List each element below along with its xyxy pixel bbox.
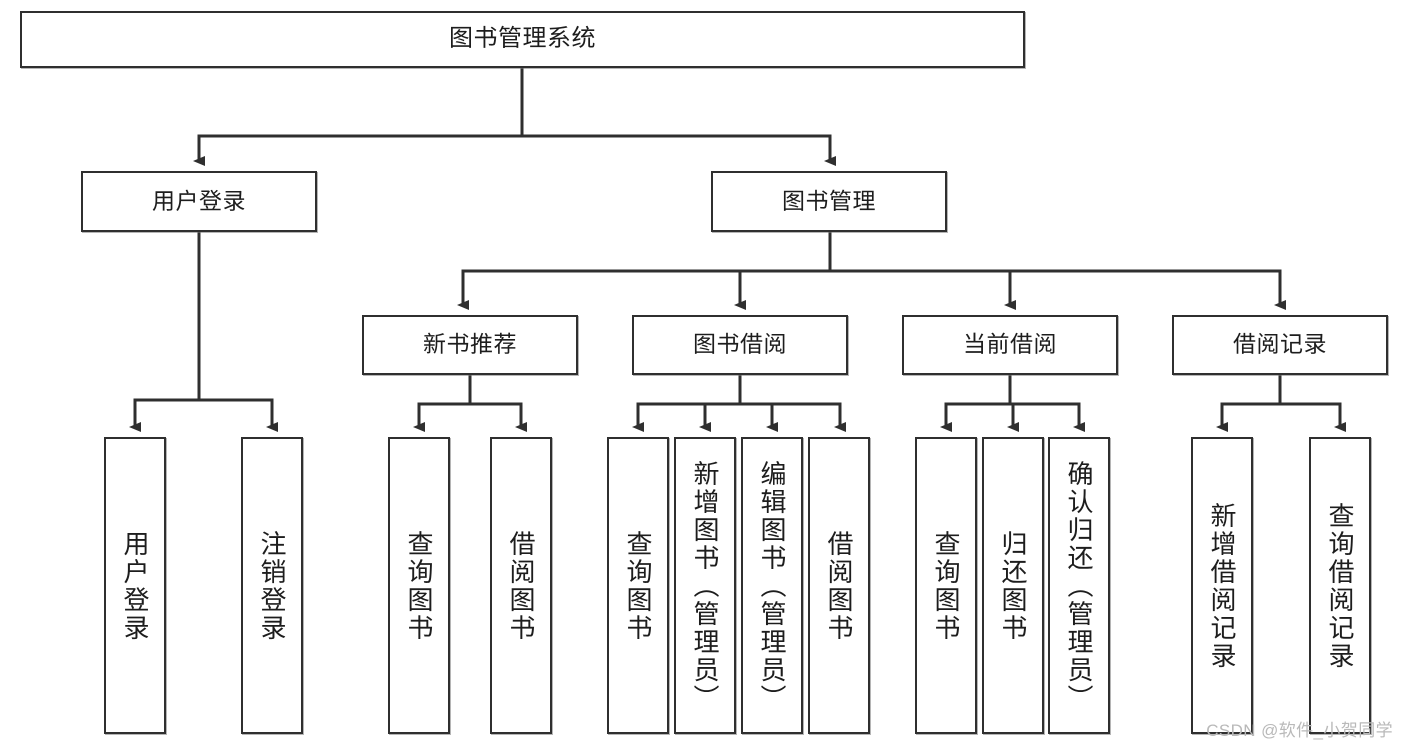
node-label: 查询图书: [404, 529, 434, 642]
node-label: 新增借阅记录: [1207, 501, 1237, 670]
leaf-book-borrow-query-book[interactable]: 查询图书: [607, 437, 669, 734]
node-label: 新书推荐: [423, 331, 517, 358]
leaf-user-login-logout[interactable]: 注销登录: [241, 437, 303, 734]
node-label: 归还图书: [998, 529, 1028, 642]
node-book-borrow[interactable]: 图书借阅: [632, 315, 848, 375]
node-borrow-record[interactable]: 借阅记录: [1172, 315, 1388, 375]
node-label: 用户登录: [120, 529, 150, 642]
leaf-book-borrow-borrow-book[interactable]: 借阅图书: [808, 437, 870, 734]
node-label: 图书管理系统: [449, 25, 596, 53]
leaf-borrow-record-query-record[interactable]: 查询借阅记录: [1309, 437, 1371, 734]
node-label: 借阅图书: [506, 529, 536, 642]
leaf-current-borrow-return-book[interactable]: 归还图书: [982, 437, 1044, 734]
leaf-new-book-query-book[interactable]: 查询图书: [388, 437, 450, 734]
node-label: 借阅记录: [1233, 331, 1327, 358]
node-label: 查询图书: [623, 529, 653, 642]
node-label: 借阅图书: [824, 529, 854, 642]
leaf-new-book-borrow-book[interactable]: 借阅图书: [490, 437, 552, 734]
node-label: 注销登录: [257, 529, 287, 642]
watermark-text: CSDN @软件_小贺同学: [1206, 721, 1393, 740]
leaf-current-borrow-confirm-return-admin[interactable]: 确认归还（管理员）: [1048, 437, 1110, 734]
node-label: 编辑图书（管理员）: [757, 459, 787, 712]
node-label: 用户登录: [152, 187, 246, 214]
node-label: 图书管理: [782, 187, 876, 214]
leaf-user-login-login[interactable]: 用户登录: [104, 437, 166, 734]
leaf-book-borrow-add-book-admin[interactable]: 新增图书（管理员）: [674, 437, 736, 734]
leaf-book-borrow-edit-book-admin[interactable]: 编辑图书（管理员）: [741, 437, 803, 734]
node-user-login[interactable]: 用户登录: [81, 171, 317, 232]
node-label: 查询图书: [931, 529, 961, 642]
node-label: 图书借阅: [693, 331, 787, 358]
leaf-borrow-record-add-record[interactable]: 新增借阅记录: [1191, 437, 1253, 734]
node-current-borrow[interactable]: 当前借阅: [902, 315, 1118, 375]
node-root-system[interactable]: 图书管理系统: [20, 11, 1025, 68]
leaf-current-borrow-query-book[interactable]: 查询图书: [915, 437, 977, 734]
node-label: 新增图书（管理员）: [690, 459, 720, 712]
node-label: 当前借阅: [963, 331, 1057, 358]
node-book-management[interactable]: 图书管理: [711, 171, 947, 232]
node-label: 查询借阅记录: [1325, 501, 1355, 670]
node-new-book-recommend[interactable]: 新书推荐: [362, 315, 578, 375]
node-label: 确认归还（管理员）: [1064, 459, 1094, 712]
